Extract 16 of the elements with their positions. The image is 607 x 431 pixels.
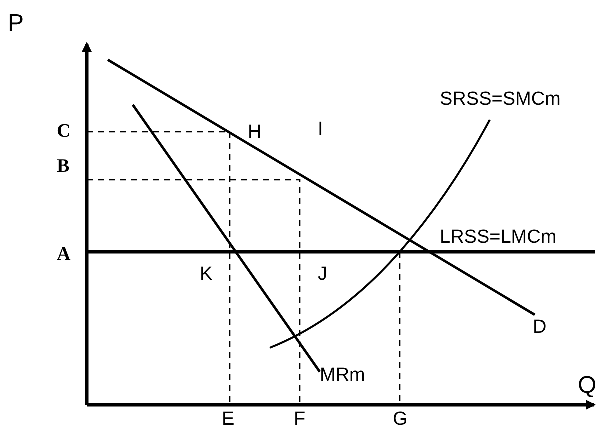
quantity-label: G — [393, 410, 408, 429]
axis-label: P — [8, 12, 24, 36]
price-label: A — [57, 245, 71, 264]
point-label: I — [318, 120, 324, 139]
curve-label: SRSS=SMCm — [440, 90, 561, 109]
point-label: K — [200, 265, 213, 284]
curve-label: LRSS=LMCm — [440, 228, 557, 247]
price-label: C — [57, 122, 71, 141]
price-label: B — [57, 157, 70, 176]
quantity-label: E — [222, 410, 235, 429]
point-label: J — [318, 265, 328, 284]
curve-label: MRm — [320, 366, 366, 385]
axis-label: Q — [578, 374, 597, 398]
curve-label: D — [533, 318, 547, 337]
quantity-label: F — [294, 410, 306, 429]
point-label: H — [248, 123, 262, 142]
